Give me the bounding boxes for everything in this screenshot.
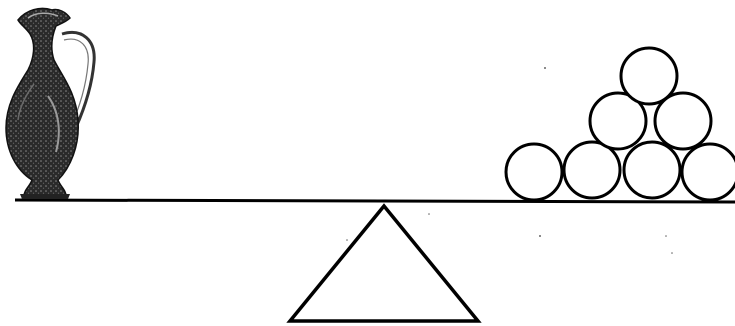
- balance-beam: [15, 200, 735, 202]
- ball-icon: [624, 142, 680, 198]
- ball-icon: [621, 48, 677, 104]
- ball-pyramid: [506, 48, 735, 200]
- jug-icon: [6, 8, 94, 199]
- ball-icon: [564, 142, 620, 198]
- fulcrum-triangle: [290, 206, 478, 321]
- ball-icon: [682, 144, 735, 200]
- ball-icon: [506, 144, 562, 200]
